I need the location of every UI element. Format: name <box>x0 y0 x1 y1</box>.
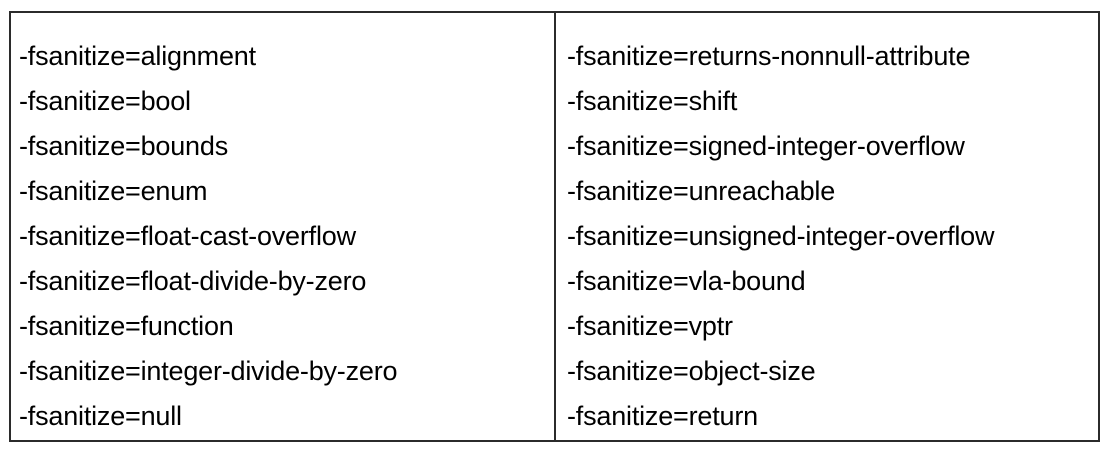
table-cell-option: -fsanitize=shift <box>567 86 738 116</box>
table-cell-option: -fsanitize=integer-divide-by-zero <box>19 356 398 386</box>
table-column-right: -fsanitize=returns-nonnull-attribute -fs… <box>556 13 1098 440</box>
table-cell-option: -fsanitize=unsigned-integer-overflow <box>567 221 995 251</box>
sanitizer-options-table: -fsanitize=alignment -fsanitize=bool -fs… <box>9 11 1100 442</box>
table-cell-option: -fsanitize=null <box>19 401 182 431</box>
table-cell-option: -fsanitize=vla-bound <box>567 266 806 296</box>
table-cell-option: -fsanitize=unreachable <box>567 176 836 206</box>
table-cell-option: -fsanitize=enum <box>19 176 208 206</box>
table-cell-option: -fsanitize=float-divide-by-zero <box>19 266 367 296</box>
table-column-left: -fsanitize=alignment -fsanitize=bool -fs… <box>11 13 556 440</box>
table-cell-option: -fsanitize=bounds <box>19 131 228 161</box>
table-cell-option: -fsanitize=function <box>19 311 234 341</box>
table-cell-option: -fsanitize=returns-nonnull-attribute <box>567 41 971 71</box>
table-cell-option: -fsanitize=float-cast-overflow <box>19 221 356 251</box>
table-cell-option: -fsanitize=signed-integer-overflow <box>567 131 965 161</box>
table-cell-option: -fsanitize=vptr <box>567 311 733 341</box>
table-cell-option: -fsanitize=object-size <box>567 356 816 386</box>
table-cell-option: -fsanitize=return <box>567 401 758 431</box>
table-cell-option: -fsanitize=bool <box>19 86 191 116</box>
table-cell-option: -fsanitize=alignment <box>19 41 256 71</box>
